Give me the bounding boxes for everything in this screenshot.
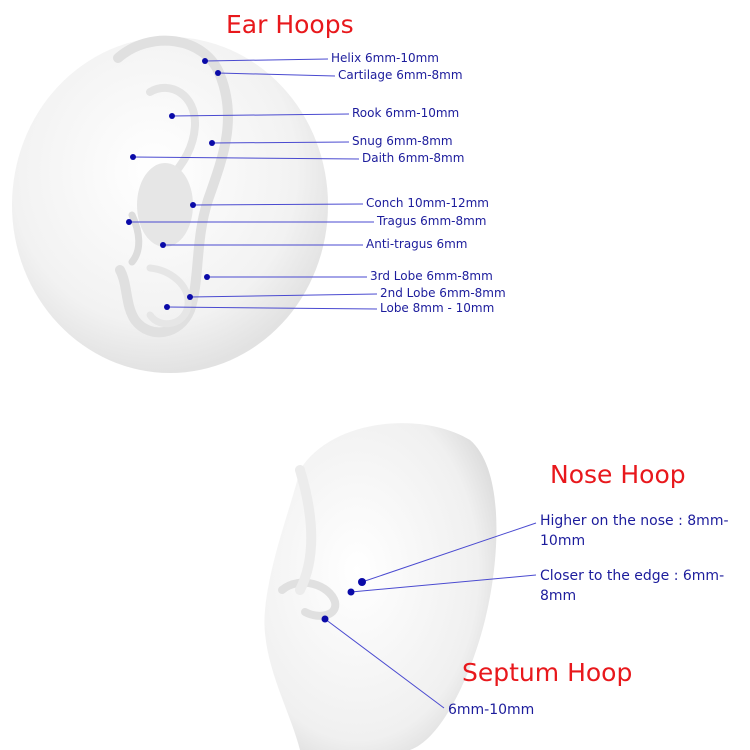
piercing-points [126,58,366,623]
lobe-3rd-piercing-dot [204,274,210,280]
lobe-2nd-piercing-dot [187,294,193,300]
daith-callout-line [132,156,360,160]
tragus-label: Tragus 6mm-8mm [377,214,487,228]
septum-callout-line [324,618,445,709]
septum-piercing-dot [321,615,329,623]
anti-tragus-piercing-dot [160,242,166,248]
snug-label: Snug 6mm-8mm [352,134,453,148]
rook-label: Rook 6mm-10mm [352,106,460,120]
conch-piercing-dot [190,202,196,208]
snug-piercing-dot [209,140,215,146]
cartilage-callout-line [217,72,336,77]
daith-piercing-dot [130,154,136,160]
lobe-3rd-label: 3rd Lobe 6mm-8mm [370,269,493,283]
lobe-callout-line [166,306,378,310]
anti-tragus-label: Anti-tragus 6mm [366,237,468,251]
ear-helix-rim [113,35,233,338]
higher-on-nose-label: Higher on the nose : 8mm-10mm [540,513,729,549]
conch-callout-line [192,203,364,206]
daith-label: Daith 6mm-8mm [362,151,465,165]
ear-lobe [146,264,192,328]
lobe-2nd-label: 2nd Lobe 6mm-8mm [380,286,506,300]
cartilage-label: Cartilage 6mm-8mm [338,68,463,82]
helix-label: Helix 6mm-10mm [331,51,439,65]
tragus-piercing-dot [126,219,132,225]
lobe-piercing-dot [164,304,170,310]
rook-callout-line [171,113,350,117]
lobe-2nd-callout-line [189,293,378,298]
ear-hoops-title: Ear Hoops [226,10,354,39]
ear-tragus [128,211,143,266]
nose-hoop-title: Nose Hoop [550,460,686,489]
snug-callout-line [211,141,350,144]
nose-closer-piercing-dot [347,588,355,596]
nose-ridge-shadow [295,465,317,595]
septum-hoop-title: Septum Hoop [462,658,633,687]
nose-higher-piercing-dot [358,578,366,586]
cartilage-piercing-dot [215,70,221,76]
lobe-label: Lobe 8mm - 10mm [380,301,495,315]
septum-size-label: 6mm-10mm [448,702,535,718]
rook-piercing-dot [169,113,175,119]
ear-conch-hollow [137,163,193,247]
helix-callout-line [204,58,329,62]
nose-model [264,423,497,750]
nose-higher-callout-line [361,522,537,583]
ear-antihelix [146,83,200,184]
conch-label: Conch 10mm-12mm [366,196,489,210]
nose-closer-callout-line [350,574,537,593]
ear-model [12,35,328,373]
helix-piercing-dot [202,58,208,64]
closer-to-edge-label: Closer to the edge : 6mm-8mm [540,568,725,604]
callout-lines [129,58,537,709]
